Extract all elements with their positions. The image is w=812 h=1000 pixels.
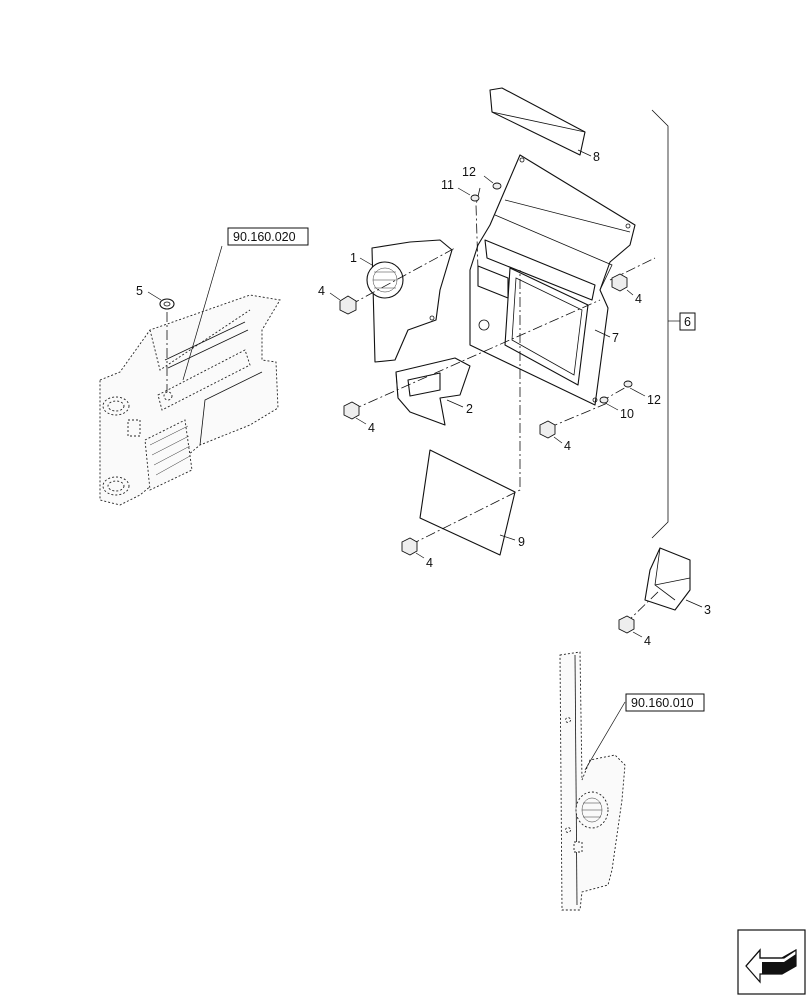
callout-11: 11 [441,178,454,192]
fastener-11: 11 [441,178,480,202]
part-5-grommet: 5 [136,284,175,392]
callout-5: 5 [136,284,143,298]
part-2-bracket: 2 [395,357,473,426]
part-3-bin: 3 [644,547,711,617]
part-1-speaker-panel: 1 [350,239,453,363]
callout-10: 10 [620,407,634,421]
bolt-4-d: 4 [539,420,571,453]
callout-1: 1 [350,251,357,265]
callout-4c: 4 [635,292,642,306]
reference-leader-upper [182,245,223,381]
group-bracket [651,109,680,539]
callout-4e: 4 [426,556,433,570]
callout-9: 9 [518,535,525,549]
lower-right-pillar-assembly [559,651,626,911]
callout-12a: 12 [462,165,476,179]
fastener-12-right: 12 [623,380,661,407]
callout-4a: 4 [318,284,325,298]
callout-12b: 12 [647,393,661,407]
reference-box-upper[interactable]: 90.160.020 [227,227,309,246]
bolt-4-e: 4 [401,537,433,570]
part-9-plate: 9 [419,449,525,556]
svg-text:90.160.010: 90.160.010 [631,696,694,710]
left-console-assembly [99,294,281,506]
callout-4f: 4 [644,634,651,648]
fastener-12-top: 12 [462,165,502,190]
callout-4d: 4 [564,439,571,453]
callout-8: 8 [593,150,600,164]
part-7-main-panel: 7 [469,154,636,406]
arrow-left-icon[interactable] [737,929,806,995]
bolt-4-f: 4 [618,615,651,648]
bolt-4-c: 4 [611,273,642,306]
part-8-top-cover: 8 [489,87,600,164]
reference-leader-lower [584,701,626,771]
bolt-4-a: 4 [318,284,357,315]
group-label-box: 6 [679,312,696,331]
fastener-10: 10 [599,396,634,421]
callout-2: 2 [466,402,473,416]
svg-text:90.160.020: 90.160.020 [233,230,296,244]
bolt-4-b: 4 [343,401,375,435]
callout-6: 6 [684,315,691,329]
callout-7: 7 [612,331,619,345]
callout-4b: 4 [368,421,375,435]
callout-3: 3 [704,603,711,617]
reference-box-lower[interactable]: 90.160.010 [625,693,705,712]
